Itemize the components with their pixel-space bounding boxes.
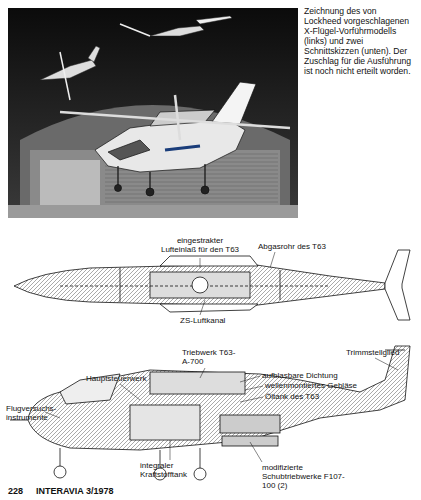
part-label: eingestrakter Lufteinlaß für den T63 — [160, 236, 240, 254]
part-label: Triebwerk T63-A-700 — [182, 348, 242, 366]
part-label: wellenmontiertes Gebläse — [265, 381, 375, 390]
caption: Zeichnung des von Lockheed vorgeschlagen… — [304, 6, 416, 76]
part-label: Flugversuchs- instrumente — [6, 404, 68, 422]
leader-lines — [45, 252, 398, 462]
page-footer: 228 — [8, 487, 23, 496]
part-label: Öltank des T63 — [265, 392, 355, 401]
part-label: integraler Kraftstofftank — [140, 461, 220, 479]
page-footer: INTERAVIA 3/1978 — [36, 487, 114, 496]
part-label: ZS-Luftkanal — [180, 316, 250, 325]
part-label: aufblasbare Dichtung — [262, 371, 362, 380]
part-label: Abgasrohr des T63 — [258, 242, 328, 251]
part-label: Trimmstellglied — [346, 348, 416, 357]
part-label: modifizierte Schubtriebwerke F107-100 (2… — [262, 463, 352, 490]
part-label: Hauptsteuerwerk — [86, 374, 166, 383]
